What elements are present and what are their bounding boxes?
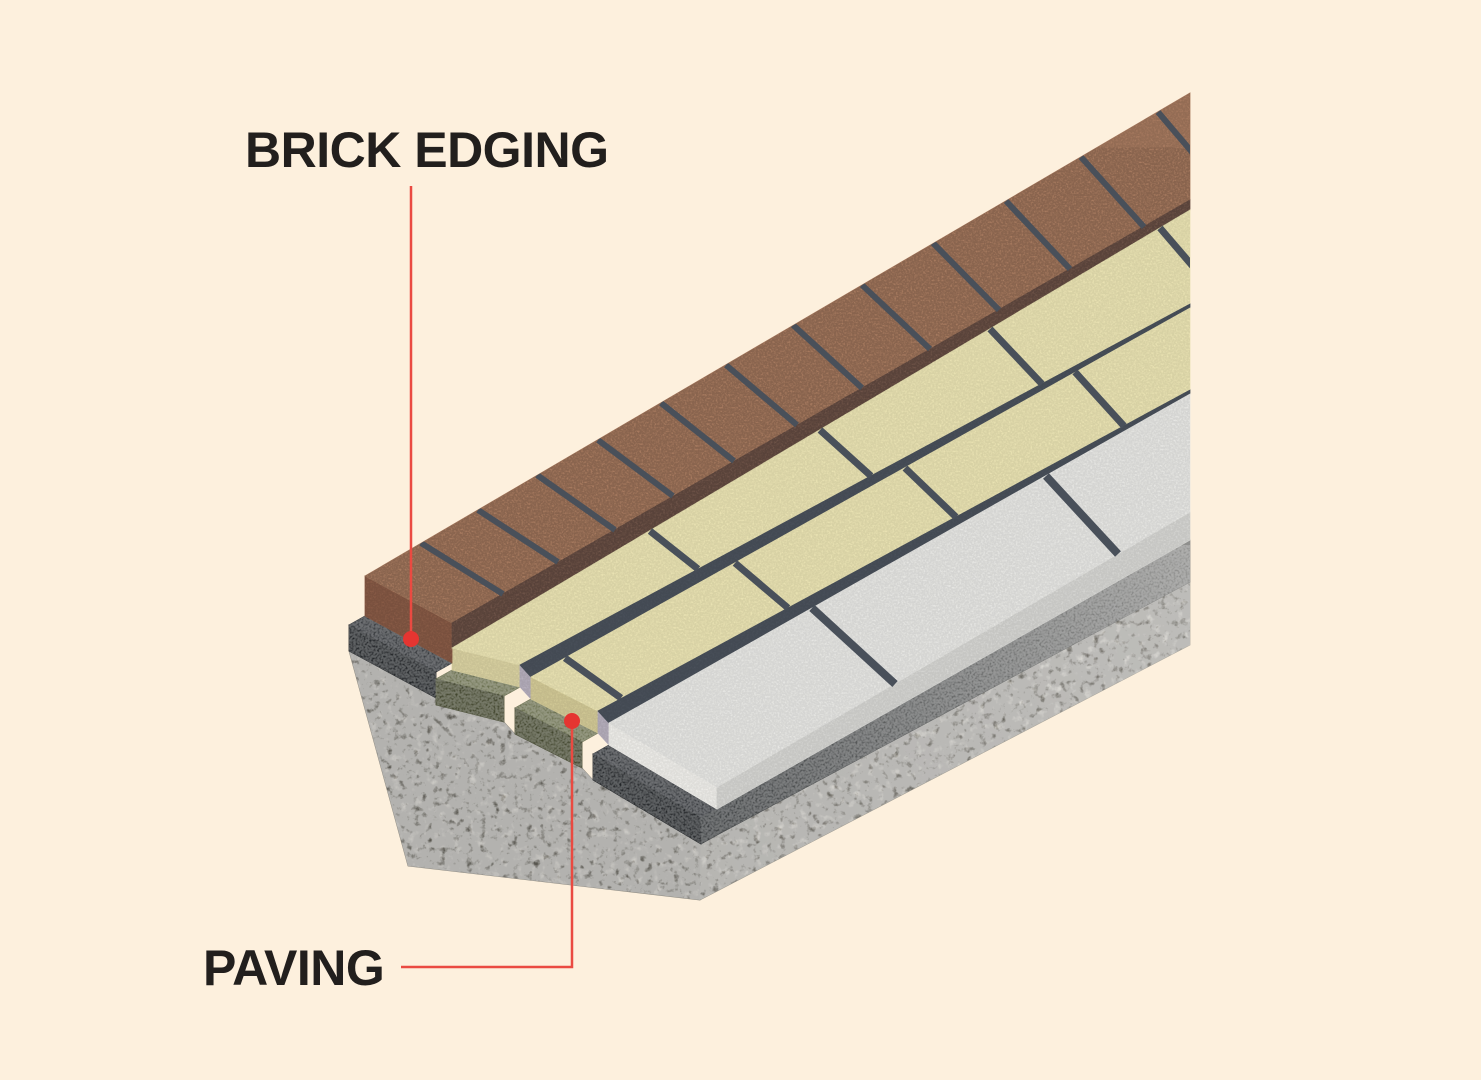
brick-edging-marker-dot [403,631,419,647]
paving-joint-lines [562,225,1190,701]
leader-lines [401,186,574,969]
paving-leader-line [401,729,574,969]
brick-edging-label: BRICK EDGING [245,122,608,178]
brick-joint-lines [419,110,1190,597]
paving-marker-dot [564,713,580,729]
paving-label: PAVING [203,940,384,996]
